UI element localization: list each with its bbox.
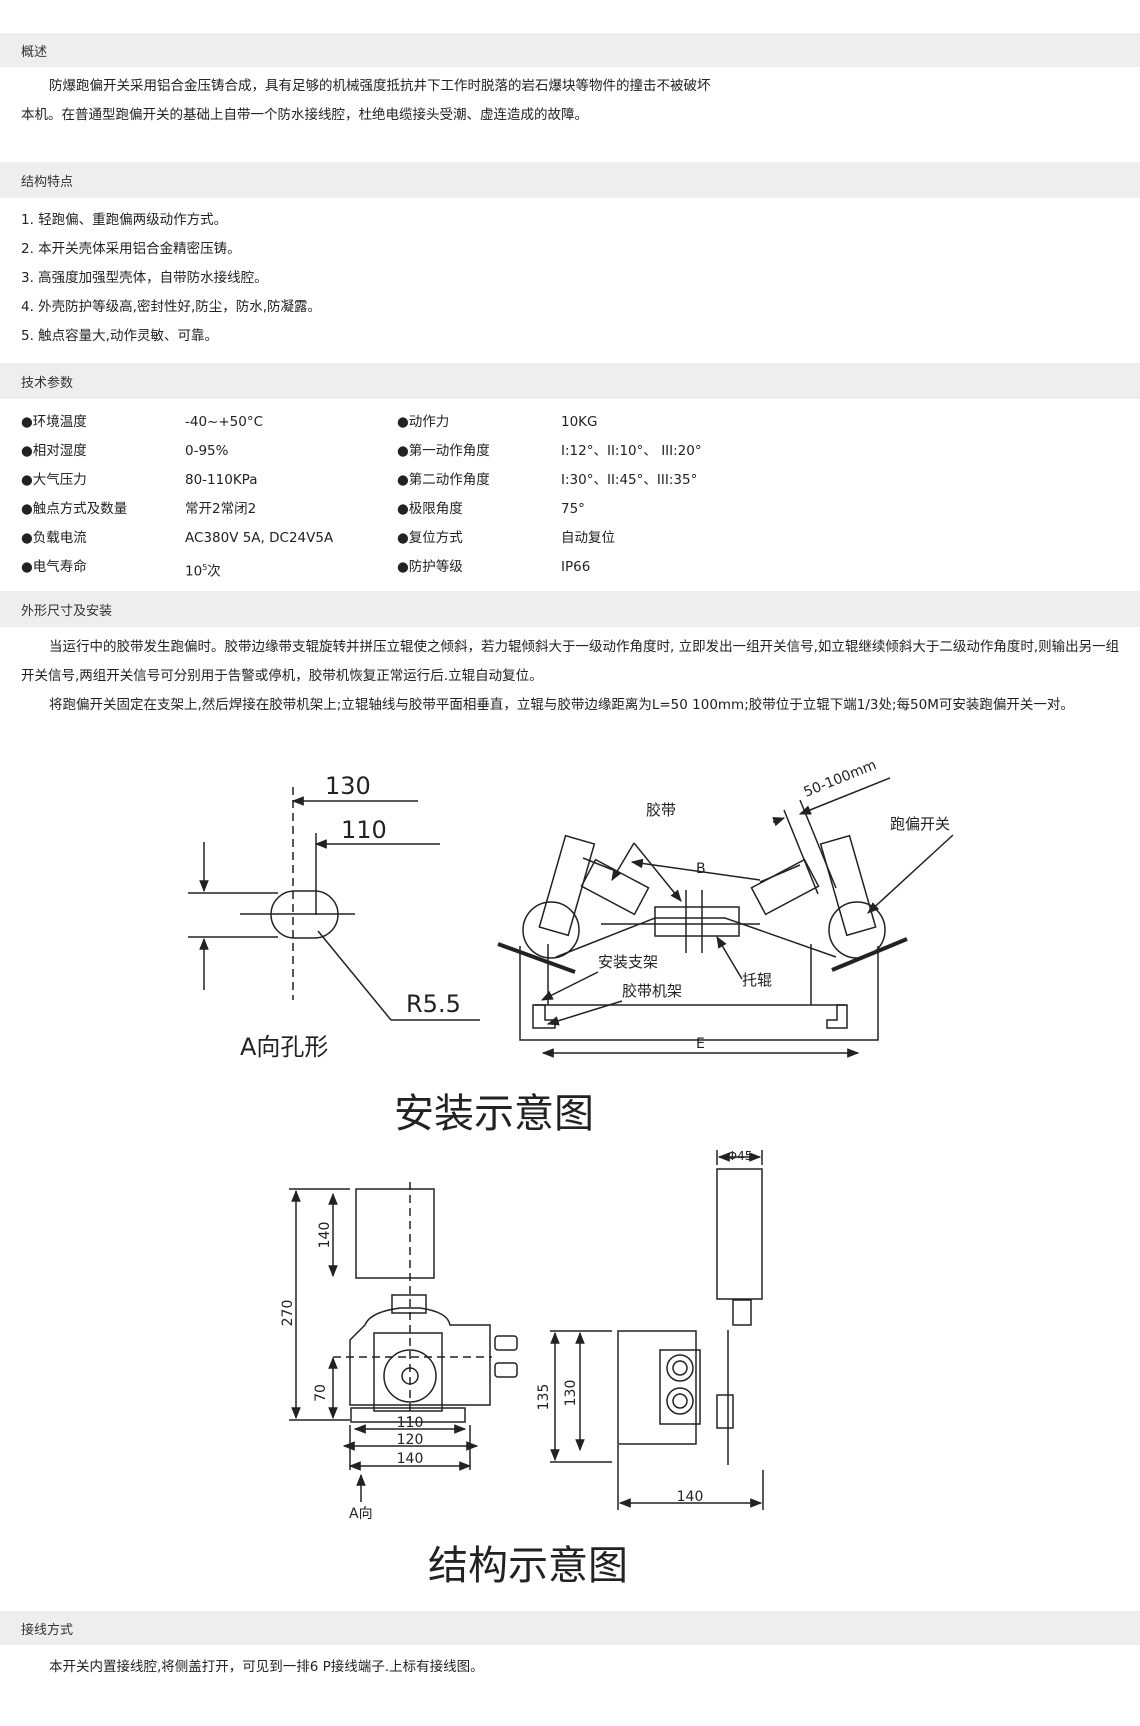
param-value: I:30°、II:45°、III:35° <box>561 472 698 488</box>
param-label: ●相对湿度 <box>21 443 87 459</box>
param-row: ●相对湿度 0-95% ●第一动作角度 I:12°、II:10°、 III:20… <box>21 437 721 466</box>
frame-label: 胶带机架 <box>622 982 682 1000</box>
install-diagram: B 胶带 50-100mm 跑偏开关 安装支架 胶带机架 托辊 E <box>497 757 954 1058</box>
param-value: 80-110KPa <box>185 472 258 488</box>
param-value: -40~+50°C <box>185 414 264 430</box>
dim-120-label: 120 <box>397 1432 424 1448</box>
dim-110-width-label: 110 <box>397 1415 424 1431</box>
param-row: ●负载电流 AC380V 5A, DC24V5A ●复位方式 自动复位 <box>21 524 721 553</box>
belt-width-label: B <box>696 861 706 877</box>
param-label: ●极限角度 <box>397 501 463 517</box>
section-title: 外形尺寸及安装 <box>21 603 113 619</box>
param-value-unit: 次 <box>207 563 221 580</box>
phi45-label: Φ45 <box>728 1149 753 1163</box>
section-header-install: 外形尺寸及安装 <box>0 591 1140 627</box>
param-row: ●大气压力 80-110KPa ●第二动作角度 I:30°、II:45°、III… <box>21 466 721 495</box>
param-row: ●环境温度 -40~+50°C ●动作力 10KG <box>21 408 721 437</box>
dim-70-label: 70 <box>313 1384 329 1402</box>
structure-caption: 结构示意图 <box>428 1543 628 1589</box>
technical-drawings: 130 110 R5.5 A向孔形 <box>188 757 954 1589</box>
param-value-base: 10 <box>185 563 203 580</box>
side-view: Φ45 135 130 140 <box>536 1149 764 1510</box>
param-row: ●触点方式及数量 常开2常闭2 ●极限角度 75° <box>21 495 721 524</box>
radius-label: R5.5 <box>406 990 461 1018</box>
hole-view: 130 110 R5.5 A向孔形 <box>188 772 480 1061</box>
param-value: 常开2常闭2 <box>185 501 257 517</box>
param-row: ●电气寿命 105次 ●防护等级 IP66 <box>21 553 721 582</box>
bracket-label: 安装支架 <box>598 953 658 971</box>
param-value: 105次 <box>185 553 221 587</box>
param-label: ●大气压力 <box>21 472 87 488</box>
dim-140-side-label: 140 <box>677 1489 704 1505</box>
frame-width-label: E <box>696 1036 705 1052</box>
overview-text: 防爆跑偏开关采用铝合金压铸合成，具有足够的机械强度抵抗井下工作时脱落的岩石爆块等… <box>21 78 711 123</box>
dim-135-label: 135 <box>536 1384 552 1411</box>
roller-label: 托辊 <box>742 971 772 989</box>
section-title: 接线方式 <box>21 1622 74 1638</box>
param-label: ●第一动作角度 <box>397 443 490 459</box>
param-label: ●动作力 <box>397 414 450 430</box>
wiring-text: 本开关内置接线腔,将侧盖打开，可见到一排6 P接线端子.上标有接线图。 <box>49 1659 484 1675</box>
param-value: I:12°、II:10°、 III:20° <box>561 443 702 459</box>
dim-270-label: 270 <box>280 1300 296 1327</box>
param-label: ●第二动作角度 <box>397 472 490 488</box>
dim-130-label: 130 <box>563 1380 579 1407</box>
param-value: AC380V 5A, DC24V5A <box>185 530 334 546</box>
param-label: ●环境温度 <box>21 414 87 430</box>
param-label: ●防护等级 <box>397 559 463 575</box>
param-label: ●复位方式 <box>397 530 463 546</box>
section-header-overview: 概述 <box>0 33 1140 67</box>
dim-130-label: 130 <box>325 772 371 800</box>
belt-label: 胶带 <box>646 801 676 819</box>
param-value: 0-95% <box>185 443 229 459</box>
feature-item: 4. 外壳防护等级高,密封性好,防尘，防水,防凝露。 <box>21 299 322 315</box>
param-value: 自动复位 <box>561 530 615 546</box>
param-value: 10KG <box>561 414 598 430</box>
install-text-1: 当运行中的胶带发生跑偏时。胶带边缘带支辊旋转并拼压立辊使之倾斜，若力辊倾斜大于一… <box>21 639 1120 684</box>
section-header-wiring: 接线方式 <box>0 1611 1140 1645</box>
section-title: 结构特点 <box>21 174 74 190</box>
feature-list: 1. 轻跑偏、重跑偏两级动作方式。 2. 本开关壳体采用铝合金精密压铸。 3. … <box>21 206 321 351</box>
hole-caption: A向孔形 <box>240 1033 328 1061</box>
params-table: ●环境温度 -40~+50°C ●动作力 10KG ●相对湿度 0-95% ●第… <box>21 408 721 582</box>
section-header-params: 技术参数 <box>0 363 1140 399</box>
param-label: ●触点方式及数量 <box>21 501 128 517</box>
feature-item: 1. 轻跑偏、重跑偏两级动作方式。 <box>21 212 228 228</box>
dim-140-width-label: 140 <box>397 1451 424 1467</box>
feature-item: 2. 本开关壳体采用铝合金精密压铸。 <box>21 241 241 257</box>
section-header-features: 结构特点 <box>0 162 1140 198</box>
install-caption: 安装示意图 <box>394 1091 594 1137</box>
param-label: ●负载电流 <box>21 530 87 546</box>
param-value: 75° <box>561 501 585 517</box>
a-direction-label: A向 <box>349 1506 373 1522</box>
section-title: 技术参数 <box>21 375 74 391</box>
param-label: ●电气寿命 <box>21 559 87 575</box>
dim-140-label: 140 <box>317 1222 333 1249</box>
feature-item: 3. 高强度加强型壳体，自带防水接线腔。 <box>21 270 268 286</box>
param-value: IP66 <box>561 559 591 575</box>
dim-110-label: 110 <box>341 816 387 844</box>
front-view: 270 140 70 110 120 140 A向 <box>280 1182 518 1522</box>
section-title: 概述 <box>21 44 48 60</box>
gap-label: 50-100mm <box>802 757 879 801</box>
feature-item: 5. 触点容量大,动作灵敏、可靠。 <box>21 328 218 344</box>
switch-label: 跑偏开关 <box>890 815 950 833</box>
install-text-2: 将跑偏开关固定在支架上,然后焊接在胶带机架上;立辊轴线与胶带平面相垂直，立辊与胶… <box>49 697 1074 713</box>
param-value-exponent: 5 <box>202 563 208 572</box>
